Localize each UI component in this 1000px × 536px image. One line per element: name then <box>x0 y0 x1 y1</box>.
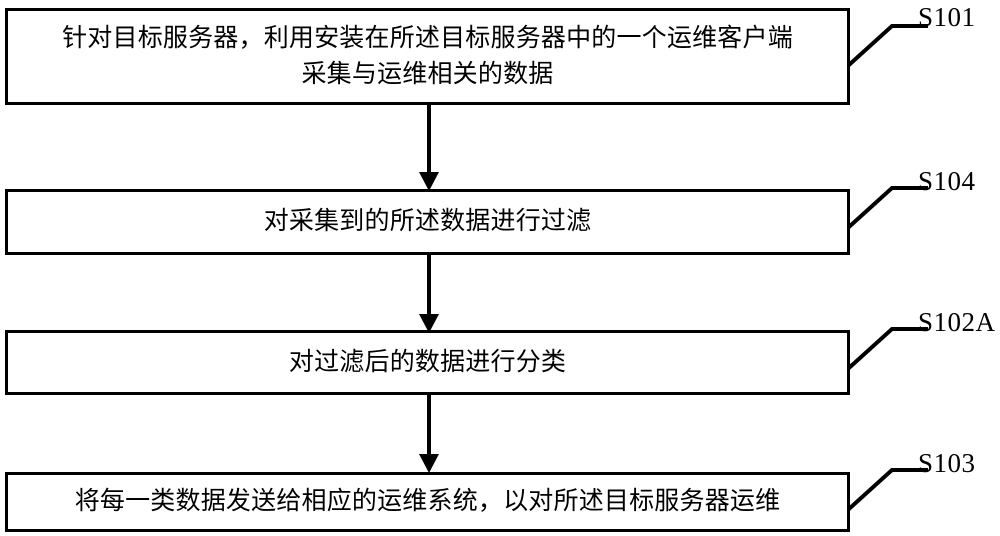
flow-box-s101[interactable]: 针对目标服务器，利用安装在所述目标服务器中的一个运维客户端 采集与运维相关的数据 <box>5 8 850 105</box>
flow-box-s104[interactable]: 对采集到的所述数据进行过滤 <box>5 189 850 255</box>
flow-box-s103[interactable]: 将每一类数据发送给相应的运维系统，以对所述目标服务器运维 <box>5 472 850 532</box>
leader-line-s102a <box>847 312 998 372</box>
step-label-s102a: S102A <box>918 307 996 337</box>
leader-line-s104 <box>847 172 998 232</box>
flow-box-s102a-line-1: 对过滤后的数据进行分类 <box>288 348 567 376</box>
flow-box-s104-line-1: 对采集到的所述数据进行过滤 <box>263 208 592 236</box>
flow-box-s103-line-1: 将每一类数据发送给相应的运维系统，以对所述目标服务器运维 <box>74 488 781 516</box>
flow-box-s101-line-2: 采集与运维相关的数据 <box>301 60 554 88</box>
leader-line-s101 <box>847 8 998 68</box>
connector-arrow-3 <box>414 394 444 474</box>
step-label-s104: S104 <box>918 166 976 196</box>
leader-line-s103 <box>847 452 998 514</box>
step-label-s101: S101 <box>918 2 976 32</box>
flow-box-s101-line-1: 针对目标服务器，利用安装在所述目标服务器中的一个运维客户端 <box>62 25 793 52</box>
step-label-s103: S103 <box>918 448 976 478</box>
flow-box-s102a[interactable]: 对过滤后的数据进行分类 <box>5 330 850 395</box>
connector-arrow-2 <box>414 254 444 334</box>
connector-arrow-1 <box>414 104 444 192</box>
